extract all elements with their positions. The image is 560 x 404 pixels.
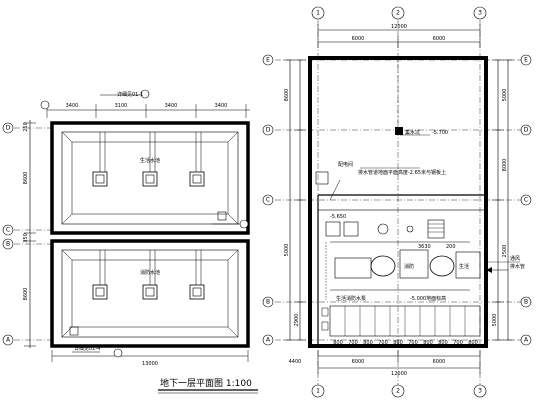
right-bottom-dim-1: 6000 [352, 359, 365, 365]
dim-row-1: 800 [333, 340, 343, 346]
axis-bottom-2: 2 [396, 388, 400, 395]
axis-left-e: E [266, 57, 270, 64]
dim-row-9: 700 [453, 340, 463, 346]
right-top-dim-1: 6000 [352, 36, 365, 42]
drawing-title: 地下一层平面图 1:100 [160, 377, 252, 389]
arrow-note-2: 排水管 [510, 263, 525, 270]
upper-note: 详细见01-1 [117, 91, 143, 98]
pit-label: 集水坑 [405, 129, 420, 136]
label-200: 200 [446, 244, 456, 250]
axis-top-1: 1 [316, 10, 320, 17]
left-plan [14, 94, 250, 362]
axis-label-a: A [6, 337, 11, 344]
dim-row-5: 800 [393, 340, 403, 346]
axis-right-b: B [524, 299, 528, 306]
dim-row-8: 800 [438, 340, 448, 346]
axis-left-c: C [266, 197, 270, 204]
right-bottom-dim-2: 6000 [433, 359, 446, 365]
axis-right-a: A [524, 337, 529, 344]
right-top-total: 12000 [391, 24, 407, 30]
axis-label-c: C [6, 227, 10, 234]
dim-row-7: 800 [423, 340, 433, 346]
axis-left-a: A [266, 337, 271, 344]
left-dim-top-small: 250 [23, 122, 29, 132]
dim-row-3: 800 [363, 340, 373, 346]
axis-label-d: D [6, 125, 11, 132]
right-right-dim-1: 5000 [502, 89, 508, 102]
right-left-dim-1: 8600 [284, 89, 290, 102]
dim-row-4: 700 [378, 340, 388, 346]
axis-top-2: 2 [396, 10, 400, 17]
pipe-note: 排水管道地面平面高度-2.65米与钢板上 [358, 169, 446, 176]
right-right-dim-3: 2500 [502, 245, 508, 258]
level-label-2: -5.650 [330, 214, 346, 220]
axis-right-c: C [524, 197, 528, 204]
axis-label-mid-d: D [266, 127, 271, 134]
axis-right-e: E [524, 57, 528, 64]
right-left-dim-3: 2900 [294, 314, 300, 327]
lower-tank-label: 消防水池 [140, 269, 160, 276]
right-bottom-total: 12000 [391, 371, 407, 377]
pump-label: 生活消防水泵 [336, 295, 366, 302]
left-dim-mid-small: 350 [23, 233, 29, 243]
left-top-dim-2: 3100 [115, 103, 128, 109]
arrow-note: 通风 [510, 255, 520, 262]
left-plan-text: 3400 3100 3400 3400 生活水池 消防水池 13000 详细见0… [23, 91, 227, 367]
pool-label-2: 生活 [459, 263, 469, 270]
pool-label-1: 消防 [404, 263, 414, 270]
axis-top-3: 3 [478, 10, 482, 17]
drawing-title-block: 地下一层平面图 1:100 [158, 377, 258, 394]
axis-bottom-3: 3 [478, 388, 482, 395]
axis-label-mid-b: B [266, 299, 270, 306]
right-axis-markers [262, 6, 532, 398]
left-top-dim-1: 3400 [66, 103, 79, 109]
right-top-dim-2: 6000 [433, 36, 446, 42]
left-axis-markers [2, 89, 274, 358]
level-label: -5.700 [432, 130, 448, 136]
left-top-dim-3: 3400 [165, 103, 178, 109]
dim-row-10: 800 [468, 340, 478, 346]
axis-right-d: D [524, 127, 529, 134]
left-top-dim-4: 3400 [215, 103, 228, 109]
left-dim-upper: 8600 [23, 172, 29, 185]
axis-label-b: B [6, 241, 10, 248]
right-plan [275, 20, 530, 390]
left-dim-lower: 8600 [23, 288, 29, 301]
left-axis-labels: D C B A D B [6, 125, 271, 344]
right-axis-labels: 1 2 3 1 2 3 E C A E D C B A [266, 10, 529, 395]
dim-row-2: 700 [348, 340, 358, 346]
room-label: 配电间 [338, 161, 353, 168]
right-right-dim-2: 8000 [502, 159, 508, 172]
left-extra-dim: 4400 [289, 359, 302, 365]
lower-note: 详细见01-4 [74, 345, 100, 352]
right-left-dim-2: 5000 [284, 244, 290, 257]
elev-note: -5.000地面标高 [410, 295, 446, 302]
label-3630: 3630 [418, 244, 431, 250]
axis-bottom-1: 1 [316, 388, 320, 395]
dim-row-6: 700 [408, 340, 418, 346]
left-bottom-dim: 13000 [142, 361, 158, 367]
right-plan-text: 12000 6000 6000 6000 6000 12000 4400 860… [284, 24, 525, 377]
upper-tank-label: 生活水池 [140, 157, 160, 164]
right-right-dim-4: 5000 [492, 314, 498, 327]
